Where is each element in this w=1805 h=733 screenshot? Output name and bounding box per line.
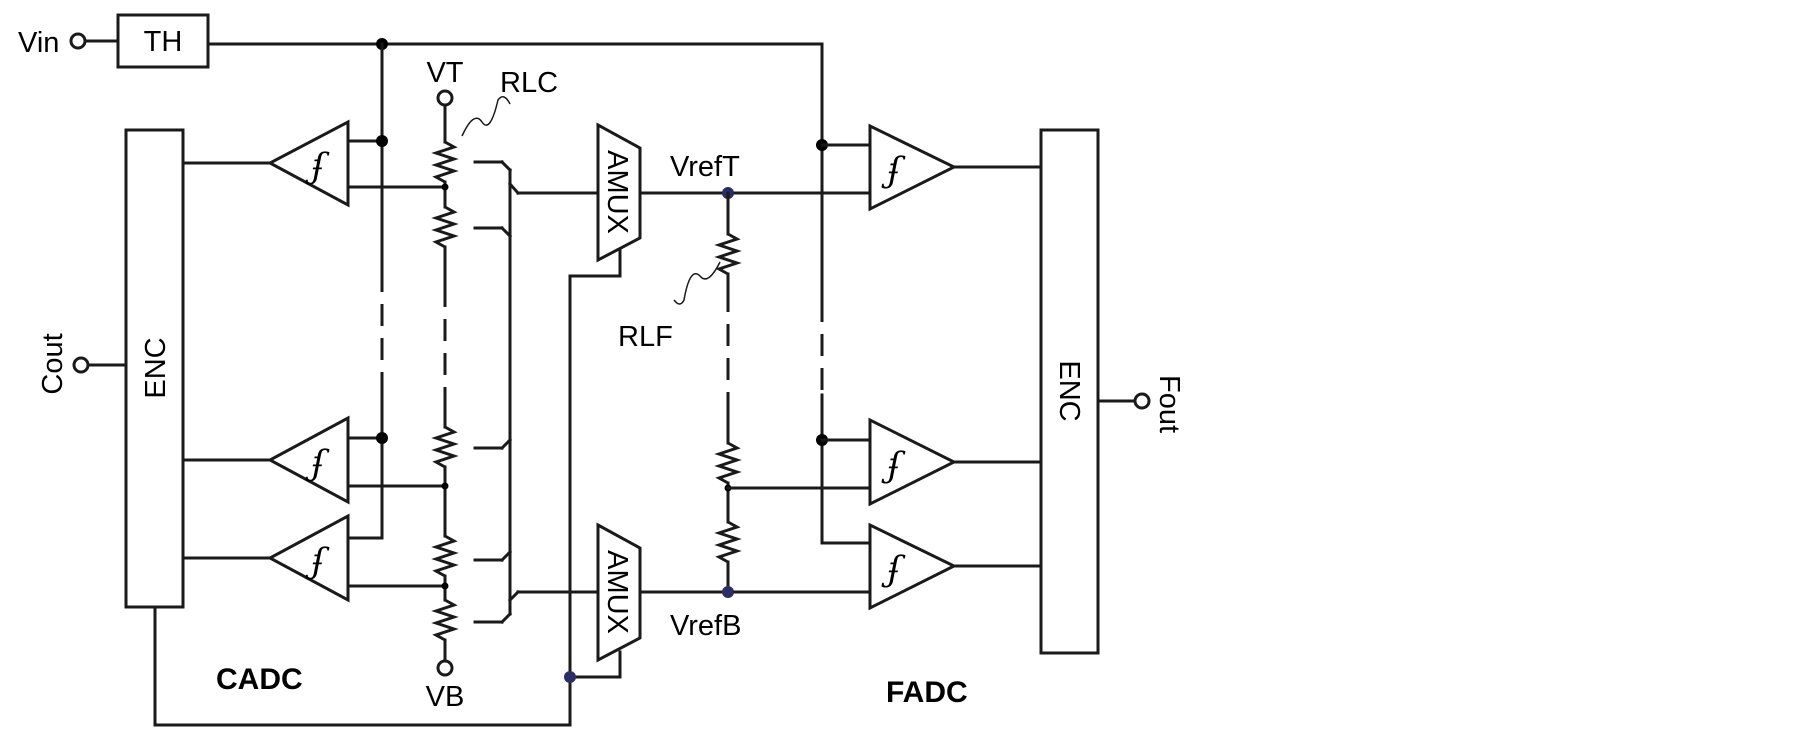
cout-label: Cout — [37, 333, 69, 394]
control-junction — [564, 671, 576, 683]
track-hold-block — [116, 13, 210, 69]
amux-top-block — [596, 122, 642, 263]
fadc-label: FADC — [886, 676, 968, 709]
cadc-comparator-1 — [266, 119, 350, 208]
vb-label: VB — [426, 681, 465, 713]
rlc-resistor — [431, 140, 459, 184]
amux-bottom-label: AMUX — [601, 550, 633, 634]
amux-top-label: AMUX — [601, 150, 633, 234]
fadc-comparator-3 — [868, 522, 958, 611]
vin-label: Vin — [18, 27, 59, 59]
cadc-label: CADC — [216, 663, 303, 696]
fadc-section: ʄ ʄ ʄ ENC Fout FADC — [726, 123, 1185, 709]
cadc-encoder — [124, 128, 185, 609]
amux-bottom-block — [596, 522, 642, 663]
amux-top: AMUX — [568, 122, 737, 727]
rlf-resistor — [714, 441, 742, 485]
rlf-pointer — [673, 261, 721, 305]
amux-bottom: AMUX — [564, 522, 737, 683]
fadc-encoder — [1039, 128, 1100, 655]
th-label: TH — [144, 26, 183, 58]
input-stage: Vin TH — [18, 13, 872, 545]
rlc-resistor — [431, 598, 459, 642]
vt-terminal — [436, 89, 454, 107]
coarse-resistor-ladder: VT VB RLC — [426, 57, 558, 713]
rlf-label: RLF — [618, 321, 673, 353]
control-loop — [153, 605, 572, 727]
cout-terminal — [72, 356, 90, 374]
rlc-resistor — [431, 534, 459, 578]
rlf-resistor — [714, 520, 742, 564]
vref-t-label: VrefT — [670, 151, 740, 183]
tap-bus — [473, 159, 600, 625]
fadc-comparator-2 — [868, 417, 958, 507]
cadc-comparator-3 — [266, 513, 350, 603]
rlf-resistor — [714, 232, 742, 276]
cadc-encoder-label: ENC — [140, 337, 172, 398]
rlc-pointer — [461, 96, 511, 137]
vref-b-node — [722, 586, 734, 598]
fine-resistor-ladder: VrefT VrefB RLF — [618, 151, 742, 642]
fadc-encoder-label: ENC — [1053, 360, 1085, 421]
vb-terminal — [436, 659, 454, 677]
fout-terminal — [1133, 392, 1151, 410]
cadc-section: ENC Cout ʄ ʄ ʄ CADC — [37, 119, 447, 696]
rlc-resistor — [431, 425, 459, 469]
rlc-resistor — [431, 205, 459, 249]
vin-terminal — [69, 32, 87, 50]
fadc-comparator-1 — [868, 123, 958, 212]
rlc-label: RLC — [500, 67, 558, 99]
cadc-comparator-2 — [266, 415, 350, 505]
vref-b-label: VrefB — [670, 610, 741, 642]
vt-label: VT — [426, 57, 463, 89]
fout-label: Fout — [1153, 375, 1185, 433]
